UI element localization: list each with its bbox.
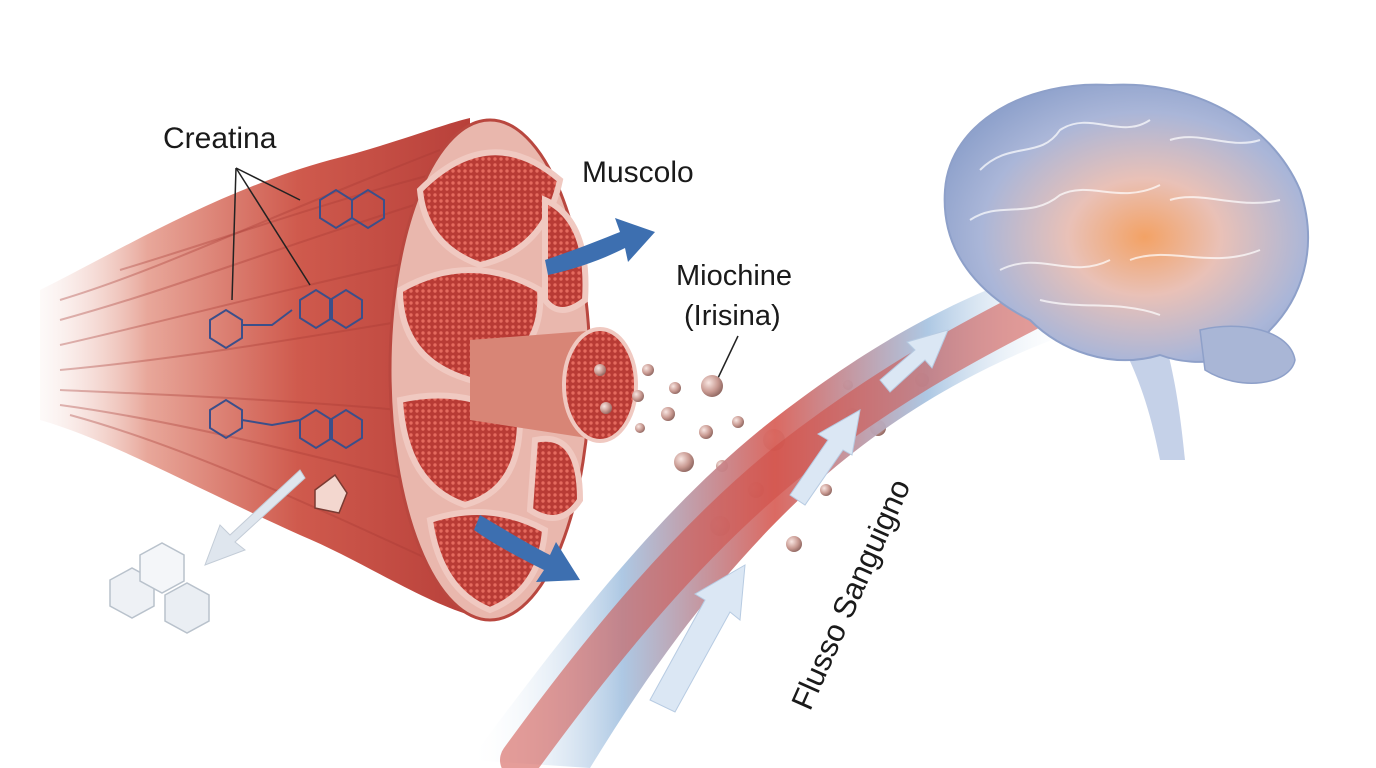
muscle-fiber-end (562, 327, 638, 443)
creatine-molecule-icon (209, 188, 385, 450)
sugar-cube-icon (109, 542, 210, 634)
brain-gyri (969, 119, 1281, 316)
flow-arrow-icon (789, 409, 861, 506)
myokines-label-line2: (Irisina) (684, 300, 781, 332)
brain-stem (1120, 340, 1185, 460)
flow-arrow-icon (204, 469, 306, 566)
bloodstream-label: Flusso Sanguigno (784, 474, 917, 715)
creatine-label: Creatina (163, 122, 277, 155)
muscle-body (40, 118, 470, 615)
brain-cerebrum (943, 83, 1309, 363)
blood-vessel (470, 270, 1080, 768)
brain-icon (943, 83, 1309, 460)
myokines-label-line1: Miochine (676, 260, 792, 292)
muscle-striations (59, 149, 451, 561)
muscle-bundle (40, 118, 638, 622)
flow-arrow-icon (649, 564, 746, 713)
creatine-pointer-lines (231, 167, 311, 301)
flow-arrow-icon (545, 218, 655, 275)
vessel-flow-arrows (649, 329, 949, 713)
cell-fragment-icon (314, 473, 348, 514)
brain-cerebellum (1199, 325, 1296, 384)
muscle-label: Muscolo (582, 156, 694, 189)
flow-arrow-icon (474, 515, 580, 582)
flow-arrow-icon (879, 329, 949, 393)
myokines-pointer-line (717, 335, 739, 379)
